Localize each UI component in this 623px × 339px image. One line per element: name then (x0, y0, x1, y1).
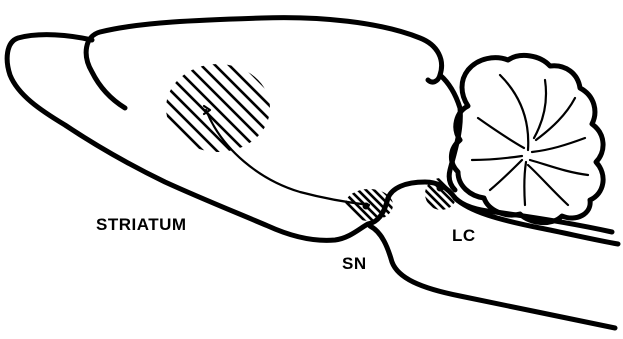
label-lc: LC (452, 226, 476, 245)
lc-nucleus-dot (437, 185, 444, 192)
brainstem-ventral-outline (370, 226, 615, 328)
label-striatum: STRIATUM (96, 215, 187, 234)
label-sn: SN (342, 254, 367, 273)
striatum-hatch (110, 28, 320, 172)
lc-hatch (399, 172, 476, 217)
cerebellum-folia (472, 75, 588, 205)
sn-nucleus-dot (363, 203, 370, 210)
